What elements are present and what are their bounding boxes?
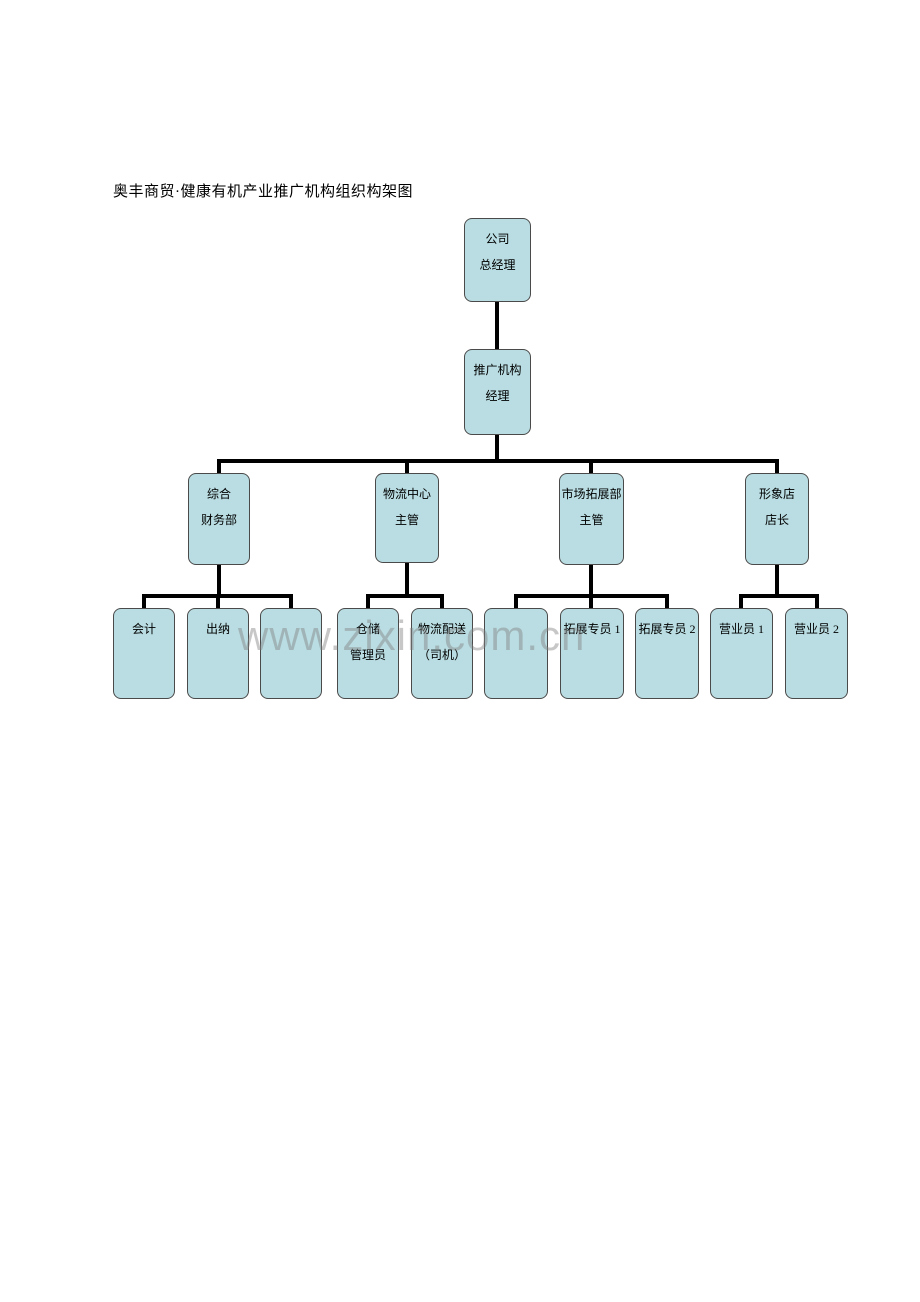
org-node-label: 拓展专员 1 (563, 622, 621, 636)
chart-title: 奥丰商贸·健康有机产业推广机构组织构架图 (113, 184, 413, 200)
org-node-label: 出纳 (205, 622, 230, 636)
org-node-promotion-manager: 推广机构 经理 (464, 349, 531, 435)
org-node-image-store: 形象店 店长 (745, 473, 809, 565)
org-node-label: 营业员 1 (718, 622, 764, 636)
org-node-finance-blank (260, 608, 322, 699)
org-node-label: 拓展专员 2 (638, 622, 696, 636)
org-node-warehouse-keeper: 仓储 管理员 (337, 608, 399, 699)
org-node-label: 形象店 店长 (758, 487, 795, 527)
org-node-label: 营业员 2 (793, 622, 839, 636)
org-node-expansion-specialist-1: 拓展专员 1 (560, 608, 624, 699)
org-node-expansion-specialist-2: 拓展专员 2 (635, 608, 699, 699)
org-node-finance-dept: 综合 财务部 (188, 473, 250, 565)
org-node-general-manager: 公司 总经理 (464, 218, 531, 302)
org-node-market-dept: 市场拓展部 主管 (559, 473, 624, 565)
org-node-cashier: 出纳 (187, 608, 249, 699)
org-node-label: 综合 财务部 (200, 487, 237, 527)
org-node-label: 市场拓展部 主管 (561, 487, 622, 527)
org-node-delivery-driver: 物流配送 （司机） (411, 608, 473, 699)
org-node-label: 物流配送 （司机） (417, 622, 466, 662)
org-node-accountant: 会计 (113, 608, 175, 699)
org-node-label: 仓储 管理员 (349, 622, 386, 662)
org-node-label: 推广机构 经理 (473, 363, 522, 403)
org-node-label: 会计 (131, 622, 156, 636)
org-node-label: 公司 总经理 (479, 232, 516, 272)
org-node-label: 物流中心 主管 (382, 487, 431, 527)
org-node-market-blank (484, 608, 548, 699)
org-node-logistics-center: 物流中心 主管 (375, 473, 439, 563)
org-node-salesperson-1: 营业员 1 (710, 608, 773, 699)
org-node-salesperson-2: 营业员 2 (785, 608, 848, 699)
